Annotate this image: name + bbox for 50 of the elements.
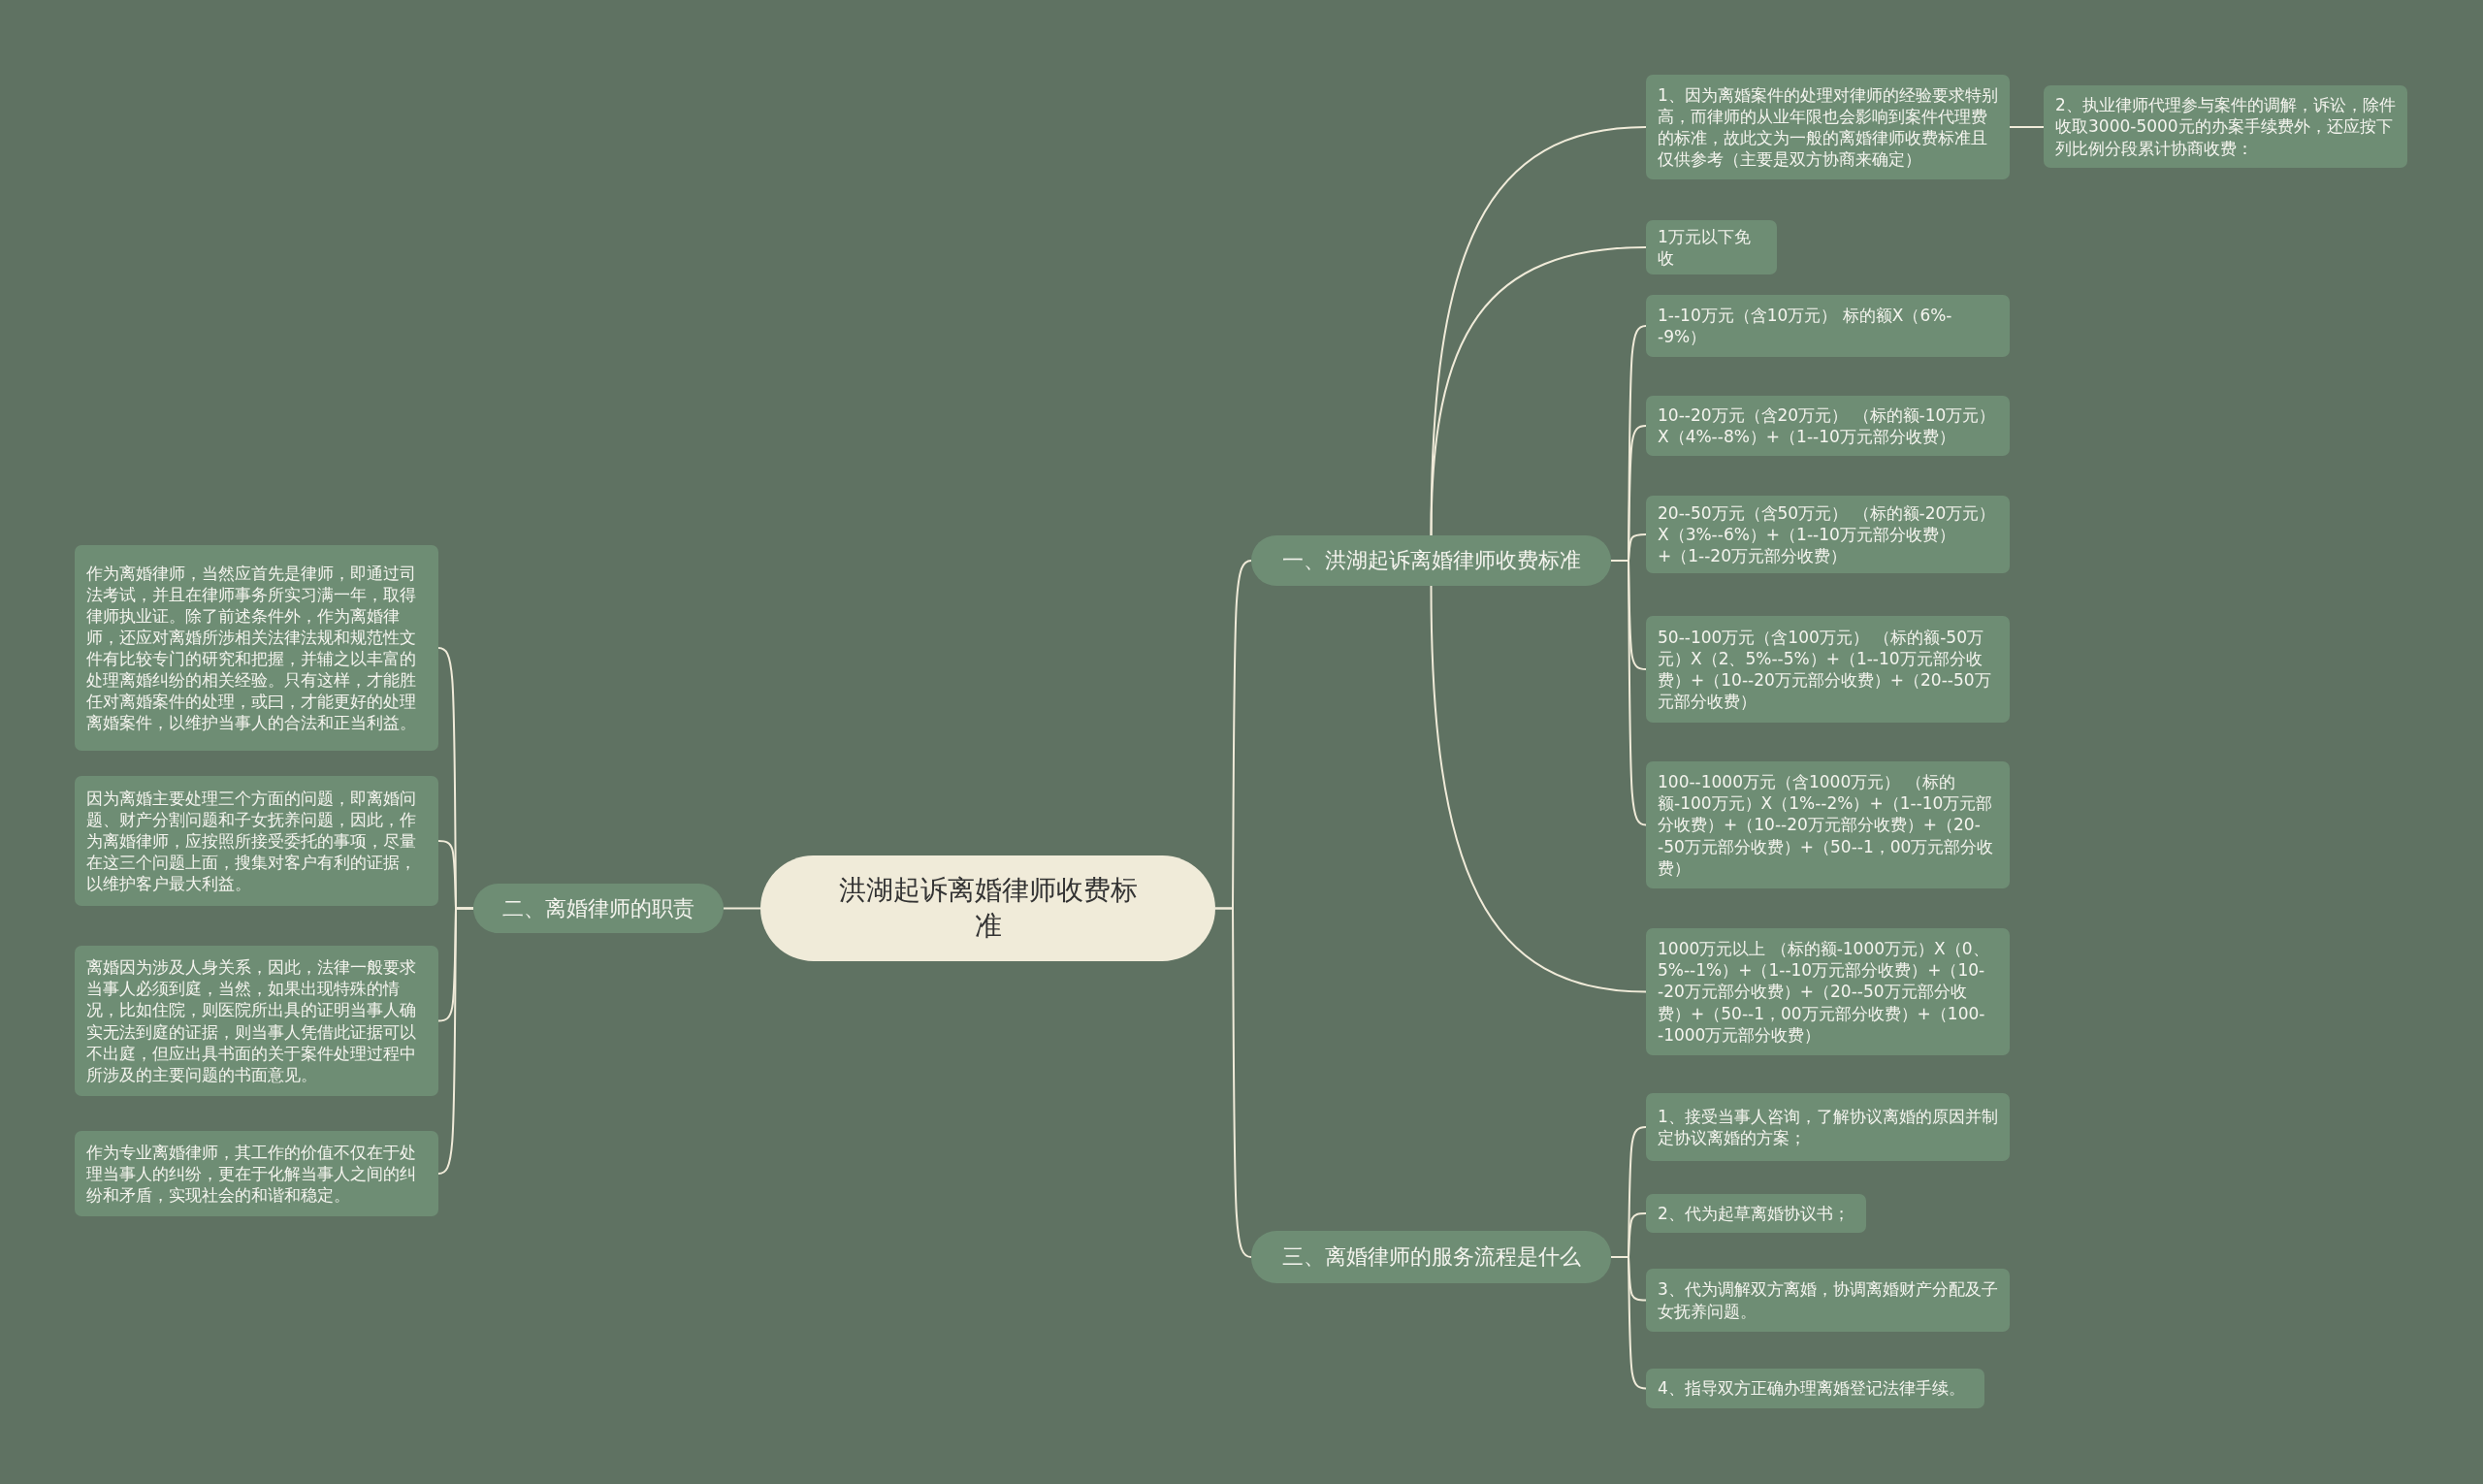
branch-topic-box [473,884,724,933]
text-card [1646,1194,1866,1233]
text-card [75,946,438,1096]
text-card [75,545,438,751]
node-text: 100--1000万元（含1000万元） （标的额-100万元）X（1%--2%）+（1--10万元部分收费）+（10--20万元部分收费）+（20--50万元部分收费）+（50--1，00万元部分收费） [1658,771,1995,879]
branch-topic-box [1251,1231,1611,1283]
text-card [1646,928,2010,1055]
node-text: 10--20万元（含20万元） （标的额-10万元）X（4%--8%）+（1--10万元部分收费） [1658,403,1997,448]
node-text: 二、离婚律师的职责 [502,894,694,922]
node-text: 1--10万元（含10万元） 标的额X（6%--9%） [1658,304,1953,348]
connector-line [1214,907,1252,1258]
connector-line [1430,126,1647,536]
text-card [1646,1269,2010,1332]
text-card [2044,85,2407,168]
node-text: 一、洪湖起诉离婚律师收费标准 [1281,547,1581,574]
node-text: 4、指导双方正确办理离婚登记法律手续。 [1658,1377,1965,1400]
text-card [1646,616,2010,723]
node-text: 作为专业离婚律师，其工作的价值不仅在于处理当事人的纠纷，更在于化解当事人之间的纠纷和矛盾，实现社会的和谐和稳定。 [86,1141,417,1207]
text-card [1646,761,2010,888]
text-card [1646,220,1777,275]
connector-line [1430,246,1647,536]
connector-line [437,907,474,1175]
node-text: 离婚因为涉及人身关系，因此，法律一般要求当事人必须到庭，当然，如果出现特殊的情况，比如住院，则医院所出具的证明当事人确实无法到庭的证据，则当事人凭借此证据可以不出庭，但应出具书面的关于案件处理过程中所涉及的主要问题的书面意见。 [86,956,417,1085]
text-card [1646,295,2010,357]
node-text: 洪湖起诉离婚律师收费标准 [837,873,1139,944]
connector-line [1430,585,1647,993]
branch-topic-box [1251,535,1611,586]
node-text: 1万元以下免收 [1658,226,1752,270]
node-text: 3、代为调解双方离婚，协调离婚财产分配及子女抚养问题。 [1658,1278,1998,1322]
node-text: 2、执业律师代理参与案件的调解，诉讼，除件收取3000-5000元的办案手续费外，还应按下列比例分段累计协商收费： [2055,94,2396,159]
node-text: 20--50万元（含50万元） （标的额-20万元）X（3%--6%）+（1--10万元部分收费）+（1--20万元部分收费） [1658,501,1997,567]
node-text: 1、因为离婚案件的处理对律师的经验要求特别高，而律师的从业年限也会影响到案件代理费的标准，故此文为一般的离婚律师收费标准且仅供参考（主要是双方协商来确定） [1658,83,1998,171]
text-card [1646,396,2010,456]
connector-line [1610,1256,1647,1390]
text-card [75,776,438,906]
connector-line [1610,560,1647,826]
text-card [1646,75,2010,179]
connector-line [2009,126,2045,128]
text-card [1646,1093,2010,1161]
node-text: 作为离婚律师，当然应首先是律师，即通过司法考试，并且在律师事务所实习满一年，取得律师执业证。除了前述条件外，作为离婚律师，还应对离婚所涉相关法律法规和规范性文件有比较专门的研究和把握，并辅之以丰富的处理离婚纠纷的相关经验。只有这样，才能胜任对离婚案件的处理，或曰，才能更好的处理离婚案件，以维护当事人的合法和正当利益。 [86,562,417,734]
text-card [1646,1369,1984,1408]
node-text: 2、代为起草离婚协议书； [1658,1202,1850,1225]
node-text: 1000万元以上 （标的额-1000万元）X（0、5%--1%）+（1--10万元部分收费）+（10--20万元部分收费）+（20--50万元部分收费）+（50--1，00万元部分收费）+（100--1000万元部分收费） [1658,938,1990,1046]
node-text: 1、接受当事人咨询，了解协议离婚的原因并制定协议离婚的方案； [1658,1105,1998,1149]
node-text: 50--100万元（含100万元） （标的额-50万元）X（2、5%--5%）+（1--10万元部分收费）+（10--20万元部分收费）+（20--50万元部分收费） [1658,626,1992,713]
node-text: 因为离婚主要处理三个方面的问题，即离婚问题、财产分割问题和子女抚养问题，因此，作为离婚律师，应按照所接受委托的事项，尽量在这三个问题上面，搜集对客户有利的证据，以维护客户最大利益。 [86,787,417,895]
text-card [1646,496,2010,573]
text-card [75,1131,438,1216]
node-text: 三、离婚律师的服务流程是什么 [1281,1243,1581,1271]
connector-line [723,907,761,910]
